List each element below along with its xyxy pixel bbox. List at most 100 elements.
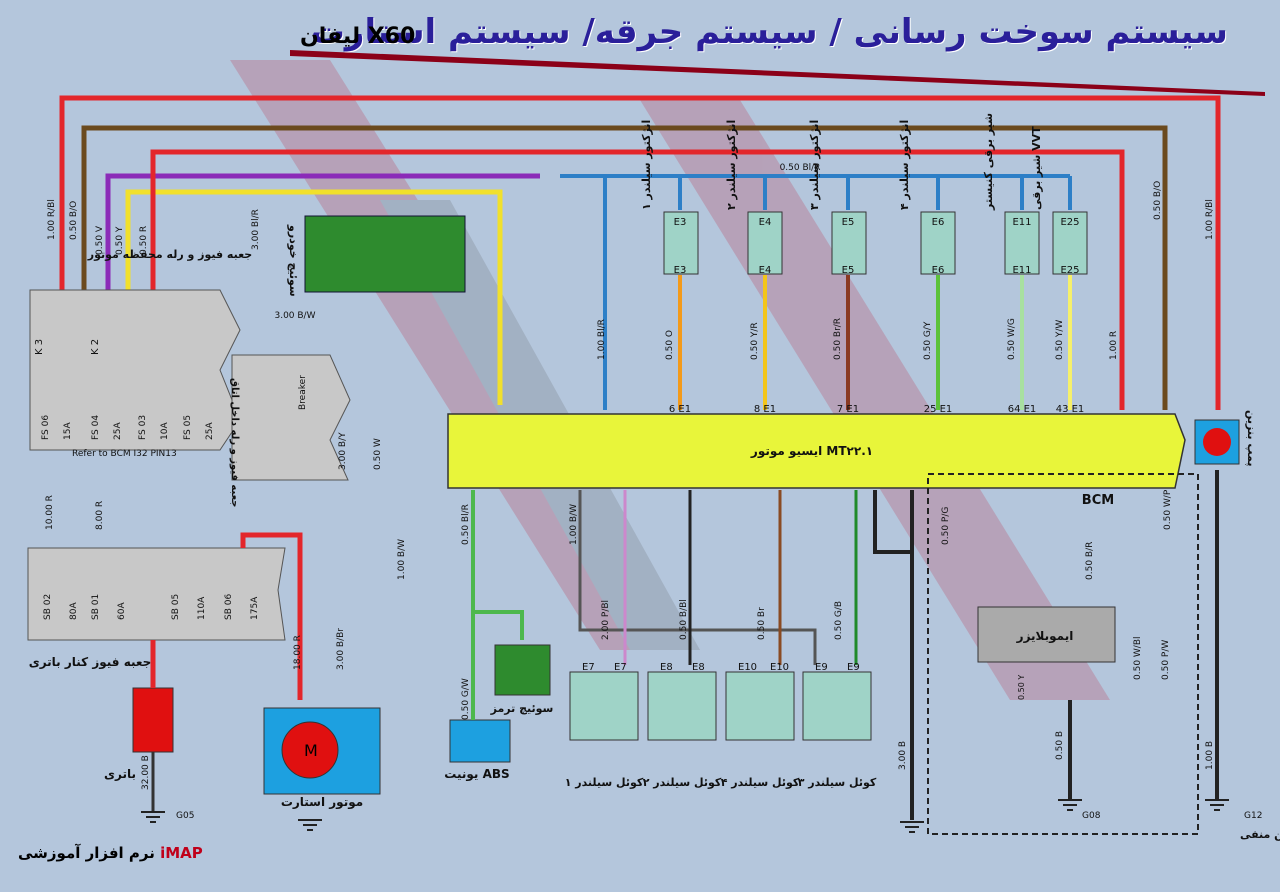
ground-id: G05 [176,811,194,821]
ignition-switch-label: سوئیچ خودرو [287,224,300,297]
battery-fuse-rating: 175A [250,596,260,620]
ecu-body [447,413,1186,489]
engine-fuse-rating: 10A [160,422,170,440]
injector-ecu-pin: 8 E1 [754,404,776,415]
footer-suffix: نرم افزار آموزشی [18,844,155,862]
wire-top-bus: 0.50 Bl/R [780,163,821,173]
footer-prefix: iMAP [160,844,203,862]
engine-fuse-box-label: جعبه فیوز و رله محفظه موتور [87,248,252,261]
battery-fuse-name: SB 05 [171,594,181,620]
injector-pin-bottom: E25 [1060,265,1079,276]
engine-fuse-rating: 15A [63,422,73,440]
cabin-fuse-box [231,354,351,481]
wire-red-feed: 0.50 R [139,226,149,255]
injector-wires [603,176,1072,410]
injector-pin-bottom: E4 [759,265,772,276]
injector-wire-label: 0.50 W/G [1007,318,1017,360]
immobilizer-area [927,473,1199,835]
ground-label: اتصال زمین منفی [1240,828,1280,841]
wire-ign-feed: 3.00 Bl/R [251,209,261,250]
injector-ecu-pin: 64 E1 [1008,404,1037,415]
ground-wires [873,490,1072,820]
engine-fuse-rating: 25A [205,422,215,440]
injector-boxes [663,211,1088,275]
wire-pump-rbl: 1.00 R/Bl [1205,199,1215,240]
ground-id: G08 [1082,811,1101,821]
injector-pin-bottom: E6 [932,265,945,276]
top-wires [59,95,1221,440]
vehicle-model: لیفان X60 [300,24,416,49]
page-title: سیستم سوخت رسانی / سیستم جرقه/ سیستم است… [310,12,1228,52]
injector-ecu-pin: 7 E1 [837,404,859,415]
wire-violet-main: 0.50 V [95,225,105,255]
coil-pin-a: E10 [738,662,757,673]
injector-label: انژکتور سیلندر ۲ [725,120,738,210]
coil-pin-b: E8 [692,662,705,673]
engine-fuse-box [29,289,241,451]
battery-fuse-rating: 80A [69,602,79,620]
injector-ecu-pin: 6 E1 [669,404,691,415]
wire-imm-p-g: 0.50 P/G [941,507,951,545]
coil-wires [578,490,858,665]
injector-pin-top: E6 [932,217,945,228]
engine-fuse-name: FS 06 [41,415,51,440]
injector-wire-label: 0.50 Y/W [1055,320,1065,360]
wire-orange-main: 0.50 B/O [69,201,79,240]
wire-imm-gnd: 0.50 B [1055,731,1065,760]
watermark [230,60,1110,700]
wire-u29: 10.00 R [45,495,55,530]
wire-ecu-bl-r2: 0.50 Bl/R [461,504,471,545]
wire-imm-y: 0.50 Y [1017,675,1026,700]
ignition-switch-box [304,215,466,293]
injector-label: انژکتور سیلندر ۴ [898,120,911,210]
immobilizer-box [977,606,1116,663]
wire-starter-feed: 18.00 R [293,635,303,670]
wire-ecu-b-w2: 1.00 B/W [397,539,407,580]
injector-pin-top: E4 [759,217,772,228]
injector-label: انژکتور سیلندر ۱ [640,120,653,210]
wire-u28: 8.00 R [95,501,105,530]
injector-wire-label: 0.50 Y/R [750,322,760,360]
breaker-label: Breaker [298,375,308,410]
injector-wire-label: 0.50 O [665,330,675,360]
engine-fuse-name: FS 04 [91,415,101,440]
wire-red-main: 1.00 R/Bl [47,199,57,240]
injector-wire-label: 0.50 Br/R [833,318,843,360]
wire-imm-w-bl: 0.50 W/Bl [1133,636,1143,680]
battery-fuse-rating: 60A [117,602,127,620]
coil-pin-a: E7 [582,662,595,673]
ground-symbols [141,799,1229,833]
coil-pin-b: E7 [614,662,627,673]
brake-switch-label: سوئیچ ترمز [490,702,554,715]
wire-uc-r: 1.00 R [1109,331,1119,360]
engine-fuse-rating: 25A [113,422,123,440]
battery-fuse-box [27,547,286,641]
coil-pin-a: E9 [815,662,828,673]
relay-k2-label: K 2 [90,339,101,355]
wire-ecu-bl-r: 1.00 Bl/R [597,319,607,360]
injector-pin-top: E25 [1060,217,1079,228]
coil-label: کوئل سیلندر ۲ [643,776,722,789]
wire-starter-sw: 3.00 B/Br [336,628,346,670]
wire-cabin-by: 3.00 B/Y [338,432,348,470]
relay-k3-label: K 3 [34,339,45,355]
coil-wire-label: 0.50 Br [757,607,767,640]
coil-boxes [569,671,872,741]
footer-brand: نرم افزار آموزشی iMAP [18,844,203,862]
bcm-label: BCM [1082,493,1114,508]
abs-label: یونیت ABS [444,767,509,782]
coil-wire-label: 0.50 G/B [834,601,844,640]
wire-ecu-b: 3.00 B [898,741,908,770]
coil-label: کوئل سیلندر ۳ [798,776,877,789]
wire-yellow-main: 0.50 Y [115,226,125,255]
wire-pump-gnd: 1.00 B [1205,741,1215,770]
coil-label: کوئل سیلندر ۱ [565,776,644,789]
wire-imm-p-w: 0.50 P/W [1161,640,1171,680]
injector-pin-top: E5 [842,217,855,228]
wire-battery-gnd: 32.00 B [141,755,151,790]
battery-fuse-rating: 110A [197,596,207,620]
wire-imm-w-p: 0.50 W/P [1163,489,1173,530]
cabin-fuse-box-label: جعبه فیوز و رله داخل اتاق [229,378,240,507]
